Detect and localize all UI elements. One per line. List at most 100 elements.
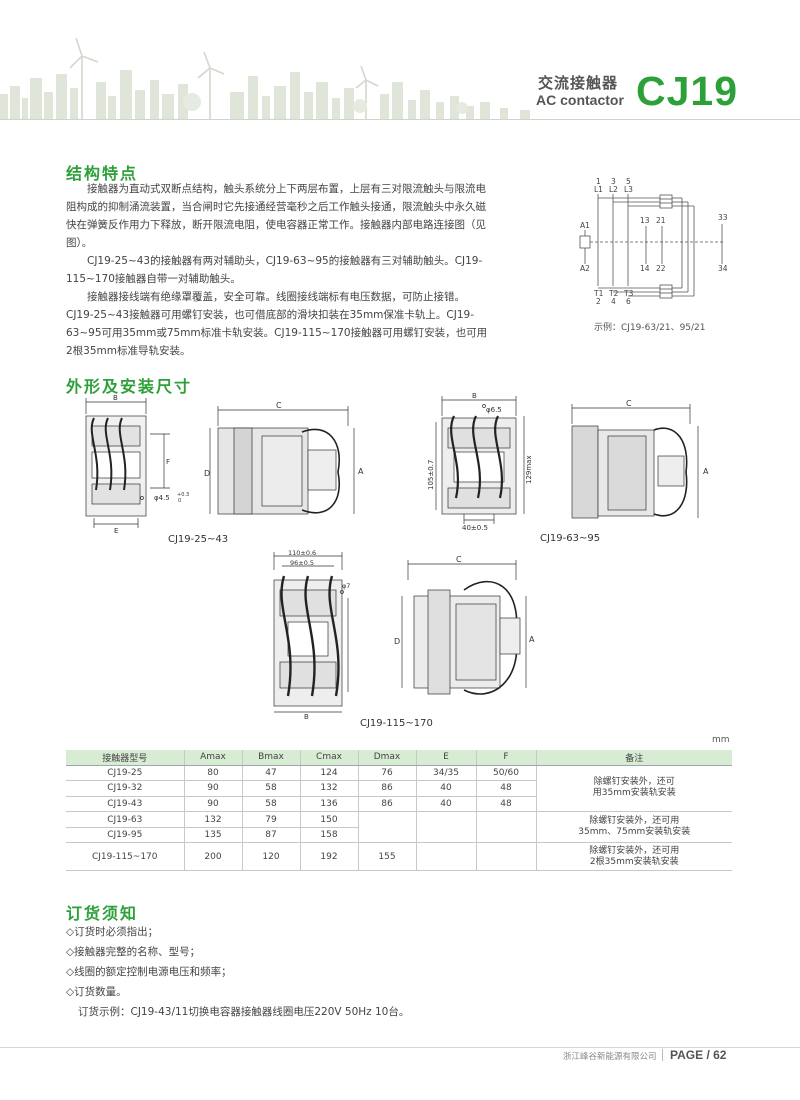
circuit-aux-22: 22 [656,264,666,273]
cell-note: 除螺钉安装外，还可用 2根35mm安装轨安装 [535,842,732,872]
internal-circuit-diagram: 1 3 5 L1 L2 L3 A1 A2 13 21 33 14 22 34 T… [579,177,728,306]
cell-cmax: 136 [299,796,358,813]
spec-table: 接触器型号 Amax Bmax Cmax Dmax E F 备注 CJ19-25… [66,750,732,872]
circuit-aux-14: 14 [640,264,650,273]
cj19-63-95-front-drawing: B φ6.5 105±0.7 129max 40±0.5 [427,392,533,532]
ordering-item: ◇订货时必须指出； [66,926,159,938]
d3-dim-b: B [472,392,477,400]
header-skyline-illustration [0,37,530,120]
circuit-terminal-t3: T3 [623,289,634,298]
footer-company: 浙江峰谷新能源有限公司 [563,1052,657,1062]
cell-bmax: 58 [241,780,300,797]
circuit-label-6: 6 [626,297,631,306]
header-rule [0,119,800,120]
table-unit: mm [712,735,730,745]
cell-cmax: 132 [299,780,358,797]
cell-cmax: 150 [299,811,358,828]
ordering-example: 订货示例：CJ19-43/11切换电容器接触器线圈电压220V 50Hz 10台… [78,1006,410,1018]
note-line: 2根35mm安装轨安装 [589,856,679,867]
table-header-row: 接触器型号 Amax Bmax Cmax Dmax E F 备注 [66,750,732,766]
d3-height-129: 129max [525,455,533,484]
features-paragraph-2: CJ19-25~43的接触器有两对辅助头，CJ19-63~95的接触器有三对辅助… [66,255,483,285]
d2-dim-a: A [358,467,364,476]
circuit-caption: 示例：CJ19-63/21、95/21 [594,323,706,333]
footer-separator [662,1049,663,1061]
d1-hole-tol-dn: 0 [178,498,181,504]
circuit-terminal-l2: L2 [609,185,618,194]
circuit-coil-a1: A1 [580,221,590,230]
d1-hole: φ4.5 [154,494,170,502]
d1-dim-e: E [114,527,118,534]
footer-page-number: PAGE / 62 [670,1048,727,1062]
table-row: CJ19-25 80 47 124 76 34/35 50/60 除螺钉安装外，… [66,765,732,813]
d1-dim-b: B [113,394,118,402]
cell-amax: 135 [183,827,242,844]
cj19-63-95-side-drawing: C A [571,400,709,519]
d5-width-110: 110±0.6 [288,549,316,557]
note-line: 用35mm安装轨安装 [592,788,676,799]
ordering-item: ◇线圈的额定控制电源电压和频率； [66,966,232,978]
cell-dmax: 86 [357,780,416,797]
d1-hole-tol-up: +0.3 [177,492,189,498]
ordering-item: ◇接触器完整的名称、型号； [66,946,201,958]
cell-bmax: 87 [241,827,300,844]
footer-rule [0,1047,800,1048]
cell-e [415,842,476,872]
table-row: CJ19-63 132 79 150 除螺钉安装外，还可用 35mm、75mm安… [66,811,732,844]
ordering-item: ◇订货数量。 [66,986,127,998]
circuit-label-3: 3 [611,177,616,186]
circuit-label-2: 2 [596,297,601,306]
d4-dim-c: C [626,400,632,408]
th-e: E [415,750,476,766]
circuit-aux-33: 33 [718,213,728,222]
cell-cmax: 158 [299,827,358,844]
cell-note: 除螺钉安装外，还可 用35mm安装轨安装 [535,765,732,813]
dimensions-heading: 外形及安装尺寸 [66,377,193,396]
th-model: 接触器型号 [66,750,184,766]
cell-f [475,842,536,872]
table-row: CJ19-115~170 200 120 192 155 除螺钉安装外，还可用 … [66,842,732,872]
d4-dim-a: A [703,467,709,476]
circuit-terminal-t1: T1 [593,289,604,298]
cell-dmax: 86 [357,796,416,813]
ordering-heading: 订货须知 [66,904,139,923]
cell-dmax [357,811,416,844]
d5-dim-b: B [304,713,309,720]
cell-model: CJ19-32 [66,780,184,797]
cell-f [475,811,536,844]
d2-dim-d: D [204,469,210,478]
cell-model: CJ19-115~170 [66,842,184,872]
circuit-aux-21: 21 [656,216,666,225]
caption-cj19-115-170: CJ19-115~170 [360,718,433,729]
note-line: 除螺钉安装外，还可 [593,777,675,788]
d6-dim-d: D [394,637,400,646]
cj19-115-170-side-drawing: C D A [394,556,535,695]
features-text: 接触器为直动式双断点结构，触头系统分上下两层布置，上层有三对限流触头与限流电阻构… [66,180,492,360]
circuit-label-5: 5 [626,177,631,186]
note-line: 除螺钉安装外，还可用 [589,845,680,856]
d1-dim-f: F [166,458,170,466]
cell-cmax: 192 [299,842,358,872]
table-row: CJ19-43 90 58 136 86 40 48 [66,796,732,813]
cell-dmax: 155 [357,842,416,872]
d3-width-40: 40±0.5 [462,524,488,532]
d2-dim-c: C [276,402,282,410]
cell-e: 34/35 [415,765,476,782]
cell-amax: 200 [183,842,242,872]
cell-model: CJ19-63 [66,811,184,828]
th-bmax: Bmax [241,750,300,766]
ordering-list: ◇订货时必须指出； ◇接触器完整的名称、型号； ◇线圈的额定控制电源电压和频率；… [66,922,666,1022]
cell-amax: 132 [183,811,242,828]
features-paragraph-1: 接触器为直动式双断点结构，触头系统分上下两层布置，上层有三对限流触头与限流电阻构… [66,183,486,249]
circuit-aux-13: 13 [640,216,650,225]
circuit-aux-34: 34 [718,264,728,273]
th-cmax: Cmax [299,750,358,766]
cell-bmax: 58 [241,796,300,813]
caption-cj19-63-95: CJ19-63~95 [540,533,601,544]
note-line: 除螺钉安装外，还可用 [589,816,680,827]
cell-model: CJ19-95 [66,827,184,844]
cell-amax: 90 [183,796,242,813]
d5-hole: φ7 [342,582,350,590]
cell-e: 40 [415,780,476,797]
cell-model: CJ19-25 [66,765,184,782]
